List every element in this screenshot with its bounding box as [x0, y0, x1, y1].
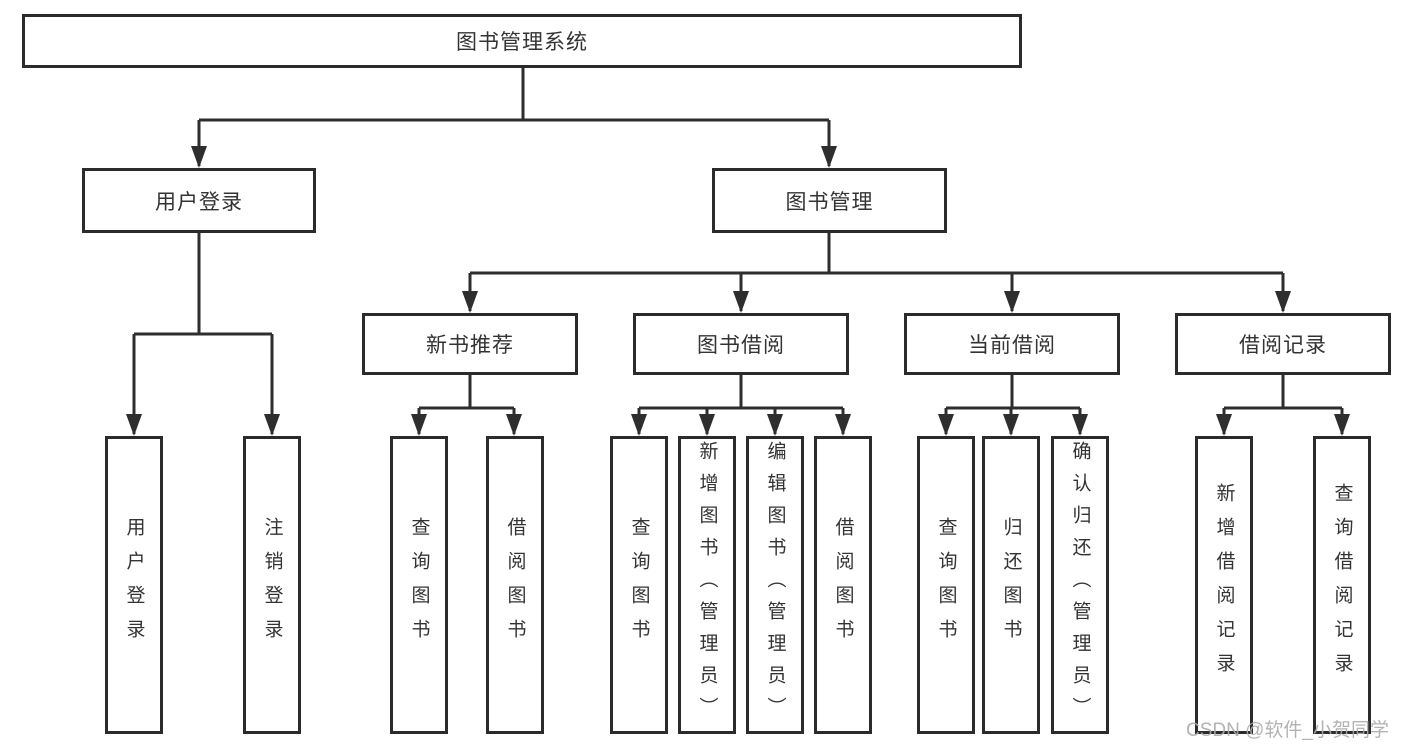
leaf-borrow-books-label: 借阅图书: [832, 517, 854, 653]
leaf-query-borrow-record-label: 查询借阅记录: [1331, 483, 1353, 687]
leaf-borrow-books-recommend-label: 借阅图书: [504, 517, 526, 653]
leaf-query-books-current-label: 查询图书: [935, 517, 957, 653]
leaf-add-books-admin-label: 新增图书（管理员）: [696, 441, 718, 729]
leaf-add-borrow-record-label: 新增借阅记录: [1213, 483, 1235, 687]
node-root-library-system: 图书管理系统: [22, 14, 1022, 68]
connector-user-login-branch: [132, 233, 274, 434]
leaf-confirm-return-admin: 确认归还（管理员）: [1051, 436, 1109, 734]
node-book-management: 图书管理: [712, 168, 947, 233]
leaf-query-books-current: 查询图书: [917, 436, 975, 734]
node-borrow-records: 借阅记录: [1175, 313, 1391, 375]
connector-book-borrow-branch: [637, 375, 845, 434]
leaf-query-books-borrow-label: 查询图书: [628, 517, 650, 653]
connector-new-book-recommend-branch: [417, 375, 516, 434]
leaf-logout-login: 注销登录: [243, 436, 301, 734]
leaf-add-books-admin: 新增图书（管理员）: [678, 436, 736, 734]
leaf-confirm-return-admin-label: 确认归还（管理员）: [1069, 441, 1091, 729]
leaf-query-books-recommend: 查询图书: [390, 436, 448, 734]
node-book-borrow: 图书借阅: [633, 313, 849, 375]
csdn-watermark: CSDN @软件_小贺同学: [1186, 720, 1389, 741]
leaf-borrow-books: 借阅图书: [814, 436, 872, 734]
leaf-query-books-borrow: 查询图书: [610, 436, 668, 734]
connector-root-to-level2: [197, 68, 831, 166]
leaf-return-books-label: 归还图书: [1000, 517, 1022, 653]
leaf-logout-login-label: 注销登录: [261, 517, 283, 653]
connector-borrow-records-branch: [1222, 375, 1344, 434]
node-new-book-recommend: 新书推荐: [362, 313, 578, 375]
leaf-user-login: 用户登录: [105, 436, 163, 734]
leaf-edit-books-admin: 编辑图书（管理员）: [746, 436, 804, 734]
leaf-edit-books-admin-label: 编辑图书（管理员）: [764, 441, 786, 729]
node-user-login: 用户登录: [82, 168, 316, 233]
connector-book-management-branch: [468, 233, 1285, 311]
leaf-borrow-books-recommend: 借阅图书: [486, 436, 544, 734]
leaf-add-borrow-record: 新增借阅记录: [1195, 436, 1253, 734]
leaf-query-borrow-record: 查询借阅记录: [1313, 436, 1371, 734]
leaf-return-books: 归还图书: [982, 436, 1040, 734]
node-current-borrow: 当前借阅: [904, 313, 1120, 375]
leaf-query-books-recommend-label: 查询图书: [408, 517, 430, 653]
leaf-user-login-label: 用户登录: [123, 517, 145, 653]
